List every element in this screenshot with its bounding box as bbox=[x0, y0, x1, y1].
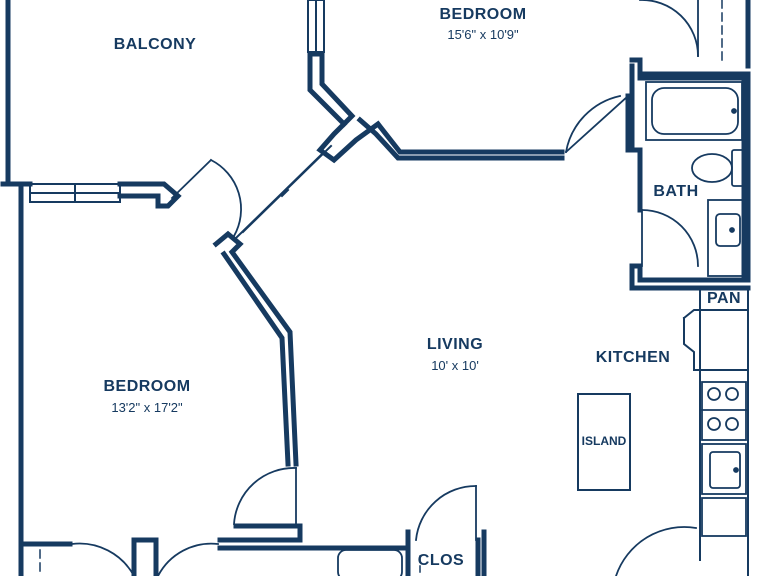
exterior-walls bbox=[0, 0, 33, 576]
dishwasher bbox=[701, 497, 747, 537]
bathtub bbox=[645, 81, 743, 141]
top-bedroom-size: 15'6" x 10'9" bbox=[447, 27, 519, 42]
lower-right-door bbox=[615, 526, 698, 576]
top-bedroom-wall bbox=[309, 51, 565, 164]
bath-door bbox=[641, 209, 699, 267]
diagonal-glass-partition bbox=[234, 144, 333, 240]
toilet bbox=[691, 149, 745, 187]
lower-doors bbox=[70, 467, 477, 576]
left-bedroom-label: BEDROOM bbox=[103, 378, 191, 395]
top-bedroom-window bbox=[307, 0, 325, 53]
closet-label: CLOS bbox=[417, 552, 465, 569]
pantry-label: PAN bbox=[706, 290, 742, 307]
balcony-window bbox=[29, 183, 121, 203]
top-bedroom-label: BEDROOM bbox=[439, 6, 527, 23]
balcony-label: BALCONY bbox=[113, 36, 197, 53]
left-bedroom-size: 13'2" x 17'2" bbox=[111, 400, 183, 415]
bath-label: BATH bbox=[653, 183, 699, 200]
bedroom-living-wall bbox=[212, 230, 299, 467]
range-cooktop bbox=[701, 381, 747, 441]
bath-sink bbox=[707, 199, 745, 277]
island-label: ISLAND bbox=[581, 434, 627, 448]
bedroom-balcony-wall bbox=[117, 181, 182, 209]
kitchen-counter bbox=[682, 287, 749, 576]
top-closet-door bbox=[639, 0, 699, 57]
kitchen-sink bbox=[701, 443, 747, 495]
top-bedroom-door bbox=[564, 94, 630, 154]
kitchen-label: KITCHEN bbox=[595, 349, 671, 366]
bedroom-balcony-door bbox=[170, 158, 242, 238]
lower-bathtub bbox=[337, 549, 403, 576]
living-label: LIVING bbox=[426, 336, 484, 353]
kitchen-island bbox=[577, 393, 631, 491]
living-size: 10' x 10' bbox=[431, 358, 479, 373]
